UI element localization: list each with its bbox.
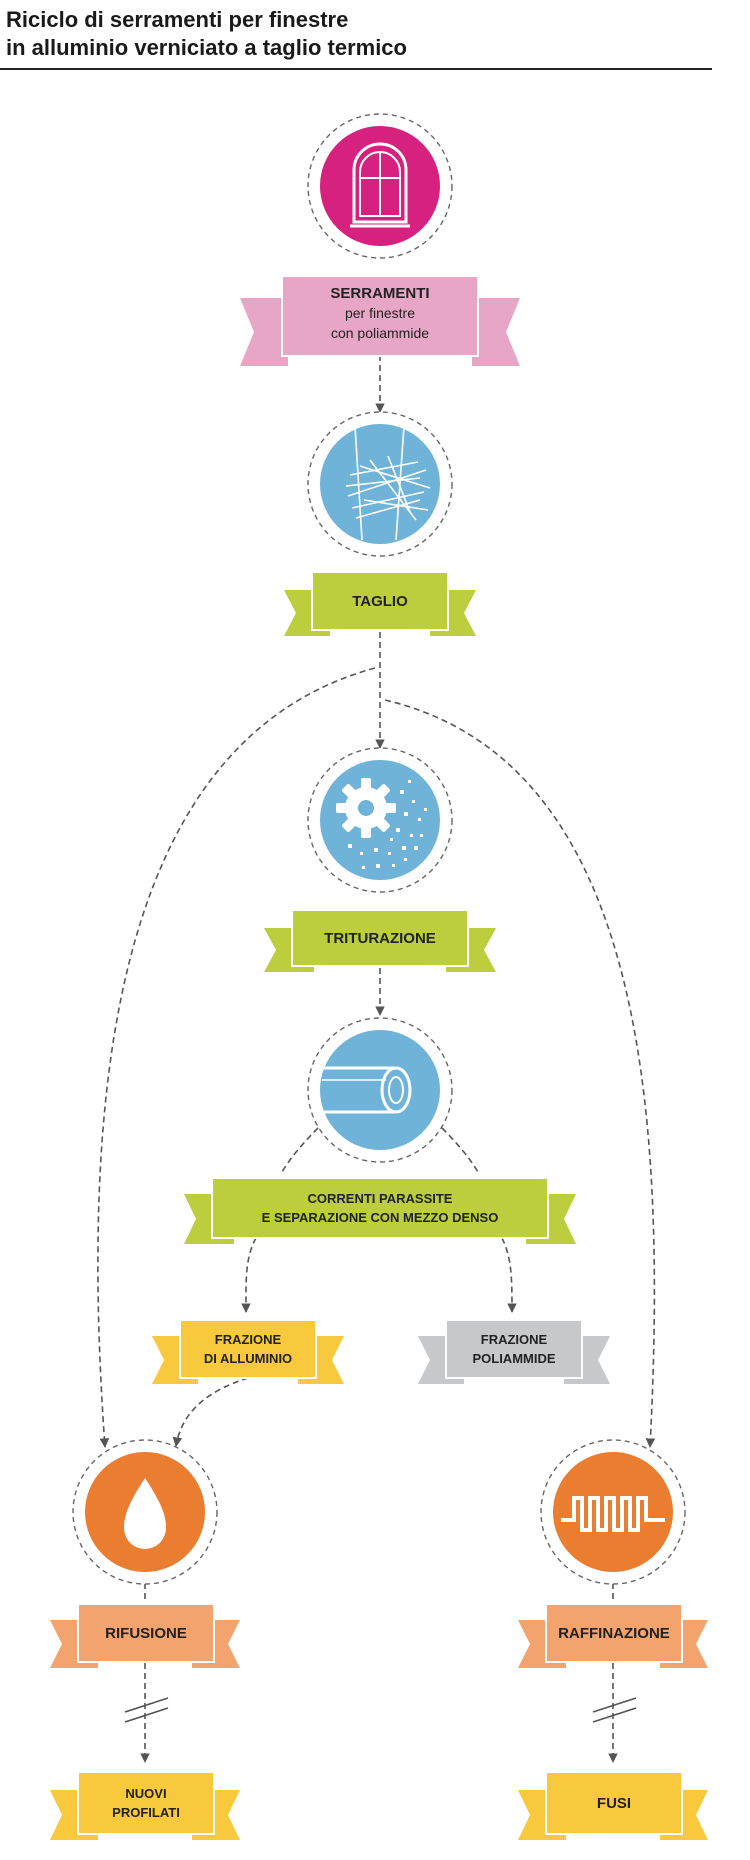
arrow-separazione-to-poliammide bbox=[501, 1237, 517, 1313]
banner-triturazione: TRITURAZIONE bbox=[264, 909, 496, 972]
raffinazione-circle bbox=[540, 1439, 686, 1585]
separazione-line-2: E SEPARAZIONE CON MEZZO DENSO bbox=[262, 1210, 499, 1225]
banner-nuovi-profilati: NUOVI PROFILATI bbox=[50, 1771, 240, 1840]
line-separazione-left bbox=[281, 1127, 319, 1173]
rifusione-circle bbox=[72, 1439, 218, 1585]
banner-fusi: FUSI bbox=[518, 1771, 708, 1840]
title-underline bbox=[0, 68, 712, 70]
profilati-line-1: NUOVI bbox=[125, 1786, 166, 1801]
cutting-lines-icon bbox=[345, 425, 431, 541]
triturazione-label: TRITURAZIONE bbox=[324, 930, 436, 947]
profilati-line-2: PROFILATI bbox=[112, 1805, 180, 1820]
separazione-line-1: CORRENTI PARASSITE bbox=[308, 1191, 453, 1206]
banner-separazione: CORRENTI PARASSITE E SEPARAZIONE CON MEZ… bbox=[184, 1177, 576, 1244]
poliammide-line-1: FRAZIONE bbox=[481, 1332, 548, 1347]
arrow-separazione-to-alluminio bbox=[241, 1237, 257, 1313]
molten-drop-icon bbox=[124, 1478, 166, 1549]
banner-serramenti: SERRAMENTI per finestre con poliammide bbox=[240, 275, 520, 366]
alluminio-line-1: FRAZIONE bbox=[215, 1332, 282, 1347]
title-line-1: Riciclo di serramenti per finestre bbox=[6, 7, 349, 32]
poliammide-line-2: POLIAMMIDE bbox=[472, 1351, 555, 1366]
banner-frazione-poliammide: FRAZIONE POLIAMMIDE bbox=[418, 1319, 610, 1384]
rifusione-label: RIFUSIONE bbox=[105, 1625, 187, 1642]
arrow-taglio-to-raffinazione bbox=[384, 699, 656, 1448]
banner-taglio: TAGLIO bbox=[284, 571, 476, 636]
serramenti-circle bbox=[307, 113, 453, 259]
gear-shredding-icon bbox=[336, 778, 427, 869]
serramenti-sub-2: con poliammide bbox=[331, 325, 429, 341]
banner-rifusione: RIFUSIONE bbox=[50, 1603, 240, 1668]
line-separazione-right bbox=[441, 1127, 479, 1173]
raffinazione-label: RAFFINAZIONE bbox=[558, 1625, 670, 1642]
interruption-marks bbox=[124, 1697, 637, 1723]
taglio-label: TAGLIO bbox=[352, 593, 408, 610]
alluminio-line-2: DI ALLUMINIO bbox=[204, 1351, 292, 1366]
taglio-circle bbox=[307, 411, 453, 557]
fusi-label: FUSI bbox=[597, 1795, 631, 1812]
arched-window-icon bbox=[350, 142, 410, 228]
banner-raffinazione: RAFFINAZIONE bbox=[518, 1603, 708, 1668]
arrow-taglio-to-rifusione bbox=[97, 667, 376, 1448]
title-line-2: in alluminio verniciato a taglio termico bbox=[6, 35, 407, 60]
banner-frazione-alluminio: FRAZIONE DI ALLUMINIO bbox=[152, 1319, 344, 1384]
triturazione-circle bbox=[307, 747, 453, 893]
page-title: Riciclo di serramenti per finestre in al… bbox=[6, 6, 706, 62]
separazione-circle bbox=[307, 1017, 453, 1163]
heating-coil-icon bbox=[561, 1496, 665, 1532]
serramenti-sub-1: per finestre bbox=[345, 305, 415, 321]
pipe-icon bbox=[322, 1066, 412, 1114]
flow-connectors bbox=[97, 355, 656, 1763]
arrow-alluminio-to-rifusione bbox=[172, 1377, 249, 1447]
serramenti-label: SERRAMENTI bbox=[330, 285, 429, 302]
